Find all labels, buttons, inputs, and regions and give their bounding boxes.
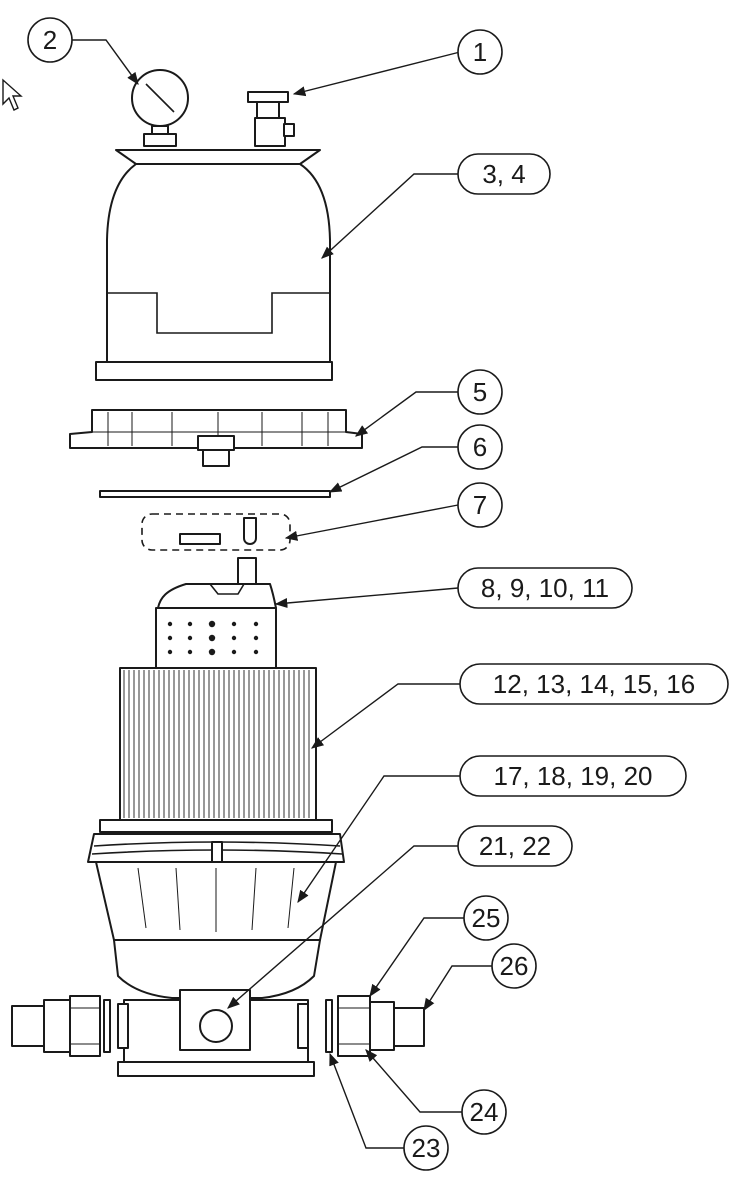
callout-17-20: 17, 18, 19, 20 bbox=[459, 755, 687, 797]
air-relief-valve bbox=[247, 91, 295, 147]
pressure-gauge bbox=[131, 69, 189, 147]
callout-23: 23 bbox=[403, 1125, 449, 1171]
callout-25-label: 25 bbox=[472, 903, 501, 933]
callout-5-label: 5 bbox=[473, 377, 487, 407]
callout-7-label: 7 bbox=[473, 490, 487, 520]
callout-21-22: 21, 22 bbox=[457, 825, 573, 867]
tank-lid bbox=[95, 149, 333, 381]
callout-24-label: 24 bbox=[470, 1097, 499, 1127]
callout-21-22-label: 21, 22 bbox=[479, 831, 551, 861]
callout-12-16-label: 12, 13, 14, 15, 16 bbox=[493, 669, 695, 699]
callout-1-label: 1 bbox=[473, 37, 487, 67]
cartridge-pleats bbox=[123, 670, 310, 818]
callout-26: 26 bbox=[491, 943, 537, 989]
manifold-hole bbox=[167, 649, 173, 655]
manifold-hole bbox=[231, 635, 237, 641]
callout-2-label: 2 bbox=[43, 25, 57, 55]
callout-26-label: 26 bbox=[500, 951, 529, 981]
left-union-fitting bbox=[11, 995, 129, 1057]
callout-12-16: 12, 13, 14, 15, 16 bbox=[459, 663, 729, 705]
callout-25: 25 bbox=[463, 895, 509, 941]
right-union-fitting bbox=[297, 995, 425, 1057]
callout-6-label: 6 bbox=[473, 432, 487, 462]
tank-body bbox=[87, 819, 345, 1077]
callout-17-20-label: 17, 18, 19, 20 bbox=[493, 761, 652, 791]
manifold-hole bbox=[253, 635, 259, 641]
callout-24: 24 bbox=[461, 1089, 507, 1135]
callout-7: 7 bbox=[457, 482, 503, 528]
manifold-hole bbox=[231, 649, 237, 655]
manifold-hole bbox=[167, 635, 173, 641]
locking-ring bbox=[69, 409, 363, 467]
callout-8-11: 8, 9, 10, 11 bbox=[457, 567, 633, 609]
callout-2: 2 bbox=[27, 17, 73, 63]
tank-o-ring bbox=[99, 490, 331, 498]
manifold-holes bbox=[167, 620, 259, 656]
callout-23-label: 23 bbox=[412, 1133, 441, 1163]
manifold-hole bbox=[187, 649, 193, 655]
manifold-hole bbox=[187, 621, 193, 627]
manifold-hole bbox=[187, 635, 193, 641]
manifold-hole bbox=[253, 649, 259, 655]
manifold-hole bbox=[231, 621, 237, 627]
callout-3-4: 3, 4 bbox=[457, 153, 551, 195]
manifold-hole bbox=[208, 634, 216, 642]
callout-6: 6 bbox=[457, 424, 503, 470]
callout-1: 1 bbox=[457, 29, 503, 75]
callout-8-11-label: 8, 9, 10, 11 bbox=[481, 573, 609, 603]
leader-lines bbox=[56, 39, 492, 1149]
mouse-cursor-icon bbox=[2, 78, 23, 111]
air-bleed-assembly bbox=[141, 513, 291, 551]
manifold-hole bbox=[208, 620, 216, 628]
manifold-hole bbox=[208, 648, 216, 656]
callout-3-4-label: 3, 4 bbox=[482, 159, 525, 189]
filter-cartridge bbox=[119, 667, 317, 821]
callout-5: 5 bbox=[457, 369, 503, 415]
manifold-hole bbox=[253, 621, 259, 627]
manifold-hole bbox=[167, 621, 173, 627]
